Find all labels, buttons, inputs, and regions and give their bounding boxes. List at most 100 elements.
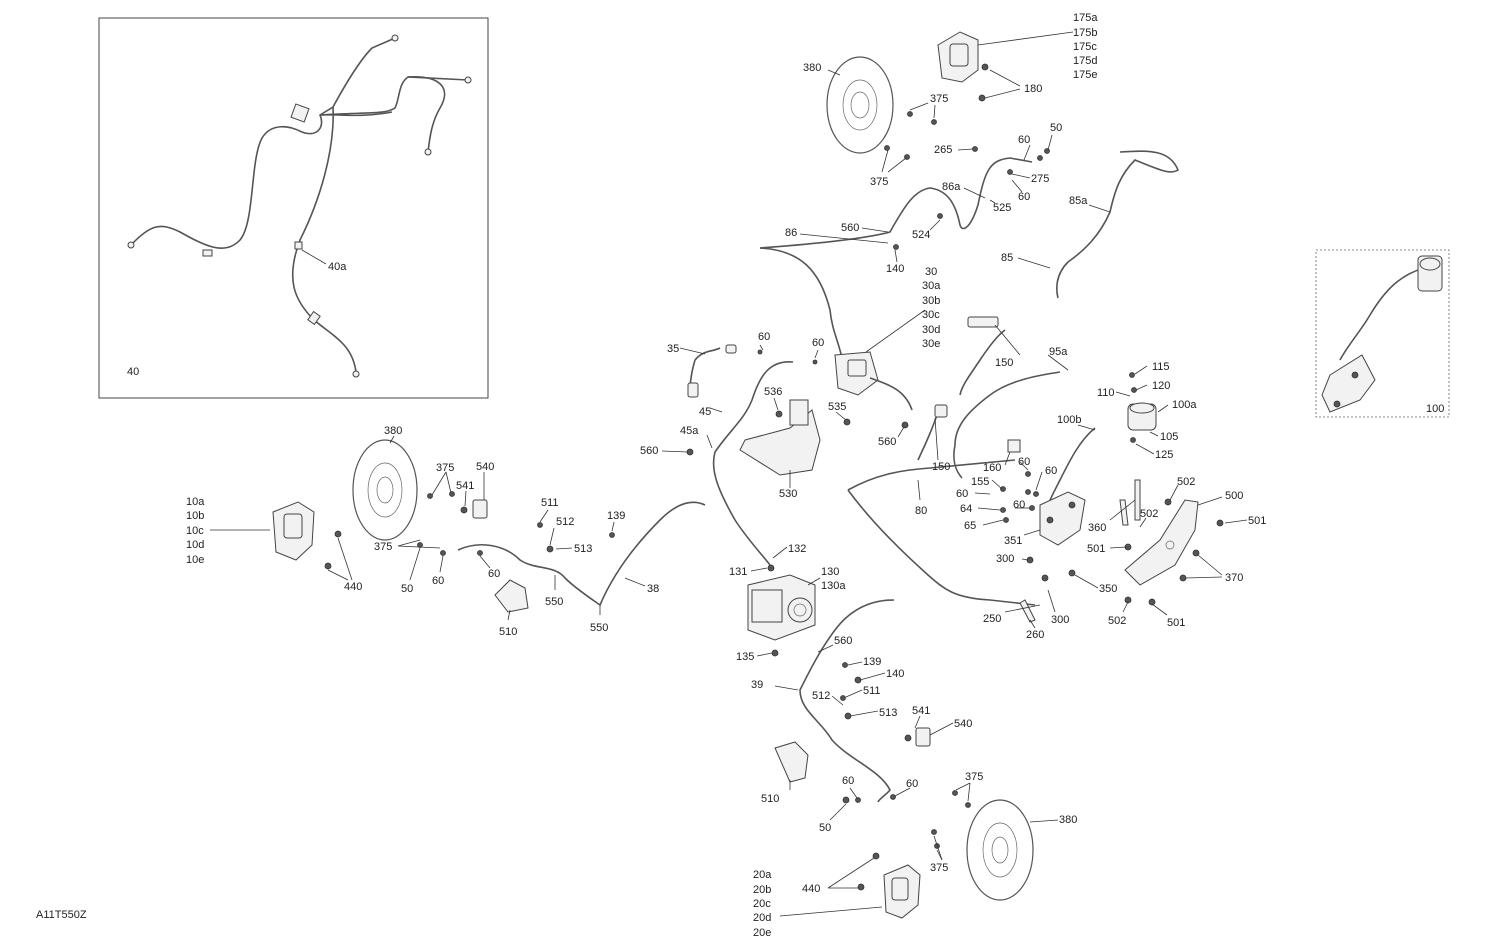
inset-frame-40	[98, 17, 489, 399]
callout-530: 530	[779, 488, 797, 500]
callout-60-b: 60	[1018, 191, 1030, 203]
leader-lines	[210, 31, 1248, 917]
callout-380-c: 380	[1059, 814, 1077, 826]
brake-disc-left	[352, 439, 418, 541]
callout-300: 300	[996, 553, 1014, 565]
callout-560-d: 560	[834, 635, 852, 647]
callout-115: 115	[1152, 361, 1170, 373]
brake-lines	[457, 150, 1179, 803]
callout-155: 155	[971, 476, 989, 488]
callout-541: 541	[456, 480, 474, 492]
callout-512: 512	[556, 516, 574, 528]
callout-501: 501	[1248, 515, 1266, 527]
callout-440: 440	[344, 581, 362, 593]
callout-60-g: 60	[956, 488, 968, 500]
callout-50: 50	[1050, 122, 1062, 134]
callout-60: 60	[1018, 134, 1030, 146]
callout-260: 260	[1026, 629, 1044, 641]
callout-30: 30	[925, 266, 937, 278]
callout-131: 131	[729, 566, 747, 578]
callout-560-b: 560	[878, 436, 896, 448]
brake-disc-bottom	[966, 799, 1034, 901]
callout-375-e: 375	[965, 771, 983, 783]
callout-175c: 175c	[1073, 41, 1097, 53]
bracket-500	[1124, 499, 1199, 586]
callout-60-j: 60	[432, 575, 444, 587]
callout-110: 110	[1097, 387, 1115, 399]
callout-60-e: 60	[1018, 456, 1030, 468]
master-cylinder-pedal	[834, 351, 913, 411]
callout-265: 265	[934, 144, 952, 156]
callout-502-c: 502	[1108, 615, 1126, 627]
callout-139-b: 139	[863, 656, 881, 668]
callout-20b: 20b	[753, 884, 771, 896]
callout-85: 85	[1001, 252, 1013, 264]
caliper-bottom	[883, 864, 921, 919]
inset-front-brake-lines: 40a 40	[98, 17, 489, 399]
callout-175d: 175d	[1073, 55, 1097, 67]
callout-502: 502	[1177, 476, 1195, 488]
callout-60-k: 60	[842, 775, 854, 787]
callout-60-i: 60	[488, 568, 500, 580]
rear-master-cylinder	[1039, 491, 1086, 546]
small-parts	[324, 63, 1224, 891]
callout-30d: 30d	[922, 324, 940, 336]
callout-550: 550	[545, 596, 563, 608]
callout-560-c: 560	[640, 445, 658, 457]
callout-105: 105	[1160, 431, 1178, 443]
callout-513-b: 513	[879, 707, 897, 719]
callout-30c: 30c	[922, 309, 940, 321]
callout-60-h: 60	[1013, 499, 1025, 511]
callout-40: 40	[127, 366, 139, 378]
callout-60-c: 60	[758, 331, 770, 343]
callout-20a: 20a	[753, 869, 772, 881]
callout-536: 536	[764, 386, 782, 398]
callout-375-d: 375	[374, 541, 392, 553]
callout-120: 120	[1152, 380, 1170, 392]
callout-501-c: 501	[1167, 617, 1185, 629]
callout-60-d: 60	[812, 337, 824, 349]
callout-85a: 85a	[1069, 195, 1088, 207]
callout-labels: 175a 175b 175c 175d 175e 10a 10b 10c 10d…	[36, 12, 1266, 939]
callout-30a: 30a	[922, 280, 941, 292]
inset-master-cylinder: 100	[1315, 249, 1450, 418]
callout-160: 160	[983, 462, 1001, 474]
callout-351: 351	[1004, 535, 1022, 547]
callout-511: 511	[541, 497, 559, 509]
callout-500: 500	[1225, 490, 1243, 502]
callout-501-b: 501	[1087, 543, 1105, 555]
callout-139: 139	[607, 510, 625, 522]
abs-bracket	[739, 399, 821, 476]
callout-140: 140	[886, 263, 904, 275]
callout-275: 275	[1031, 173, 1049, 185]
callout-10a: 10a	[186, 496, 205, 508]
callout-50-c: 50	[819, 822, 831, 834]
callout-375: 375	[930, 93, 948, 105]
callout-540-b: 540	[954, 718, 972, 730]
master-cylinder-shape	[1321, 354, 1376, 413]
callout-511-b: 511	[863, 685, 881, 697]
callout-380-b: 380	[384, 425, 402, 437]
callout-95a: 95a	[1049, 346, 1068, 358]
callout-20d: 20d	[753, 912, 771, 924]
callout-380: 380	[803, 62, 821, 74]
bracket-510-bottom	[774, 741, 809, 783]
callout-60-f: 60	[1045, 465, 1057, 477]
callout-525: 525	[993, 202, 1011, 214]
callout-541-b: 541	[912, 705, 930, 717]
callout-100: 100	[1426, 403, 1444, 415]
callout-300-b: 300	[1051, 614, 1069, 626]
callout-502-b: 502	[1140, 508, 1158, 520]
callout-40a: 40a	[328, 261, 347, 273]
callout-560: 560	[841, 222, 859, 234]
callout-440-b: 440	[802, 883, 820, 895]
callout-130a: 130a	[821, 580, 846, 592]
callout-125: 125	[1155, 449, 1173, 461]
callout-540: 540	[476, 461, 494, 473]
caliper-left	[272, 501, 315, 561]
callout-50-b: 50	[401, 583, 413, 595]
callout-150-b: 150	[932, 461, 950, 473]
callout-30b: 30b	[922, 295, 940, 307]
callout-375-b: 375	[870, 176, 888, 188]
callout-350: 350	[1099, 583, 1117, 595]
